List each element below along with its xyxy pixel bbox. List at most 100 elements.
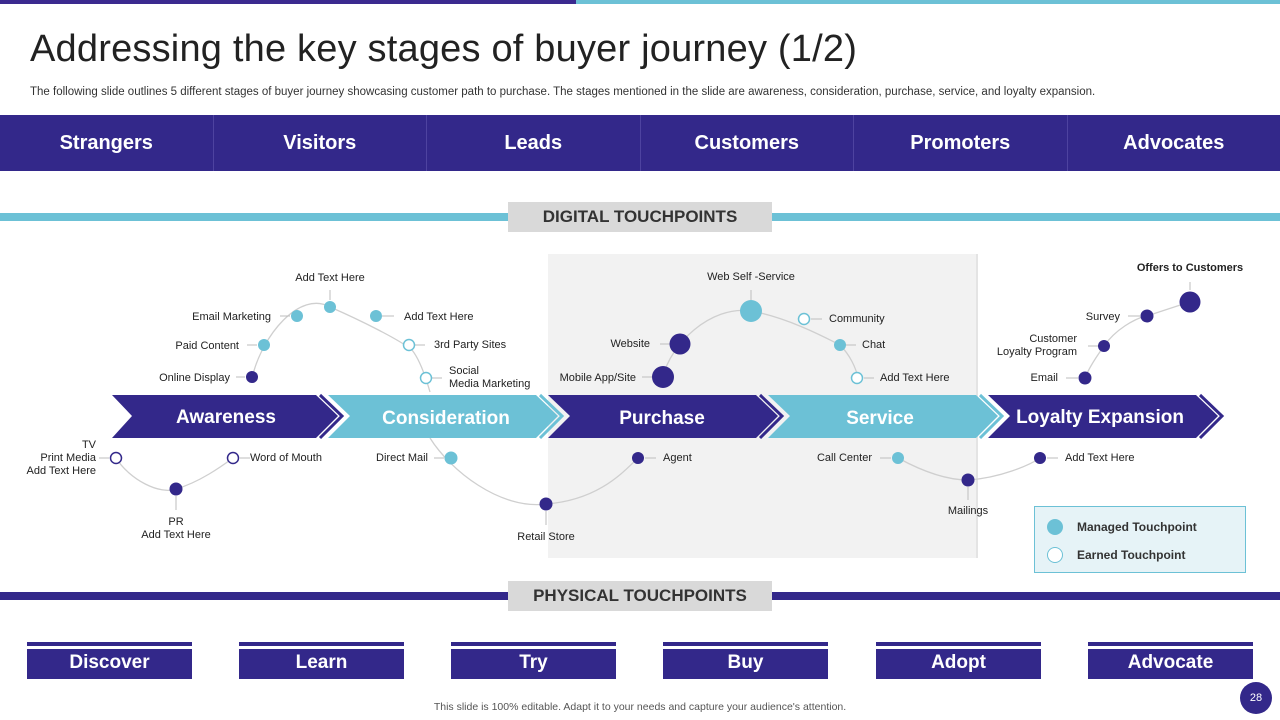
- label-word-of-mouth: Word of Mouth: [250, 452, 322, 464]
- stage-consideration-label: Consideration: [382, 408, 510, 429]
- persona-bar: Strangers Visitors Leads Customers Promo…: [0, 115, 1280, 171]
- node-direct-mail: [444, 451, 458, 465]
- phase-discover: Discover: [27, 642, 192, 679]
- persona-advocates: Advocates: [1123, 131, 1225, 154]
- node-chat: [834, 339, 846, 351]
- stage-purchase-label: Purchase: [619, 408, 705, 429]
- top-accent-purple: [0, 0, 576, 4]
- label-call-center: Call Center: [817, 452, 872, 464]
- persona-visitors: Visitors: [214, 115, 427, 171]
- node-call-center: [892, 452, 904, 464]
- node-tv: [109, 451, 123, 465]
- physical-touchpoints-label: PHYSICAL TOUCHPOINTS: [508, 581, 772, 611]
- stage-purchase: [548, 395, 778, 438]
- label-tv-add-text: Add Text Here: [26, 465, 96, 477]
- touchpoint-nodes: [109, 291, 1201, 511]
- stage-consideration: [328, 395, 558, 438]
- stage-awareness: [112, 395, 338, 438]
- node-add-text-top: [324, 301, 336, 313]
- label-loyalty-1: Customer: [1029, 333, 1077, 345]
- label-paid-content: Paid Content: [175, 340, 239, 352]
- label-offers: Offers to Customers: [1137, 262, 1243, 274]
- top-accent-teal: [576, 0, 1280, 4]
- label-print-media: Print Media: [40, 452, 97, 464]
- label-website: Website: [610, 338, 650, 350]
- label-pr-add-text: Add Text Here: [141, 529, 211, 541]
- awareness-curve-top: [251, 302, 431, 393]
- node-social-media: [419, 371, 433, 385]
- label-tv: TV: [82, 439, 97, 451]
- persona-customers: Customers: [641, 115, 854, 171]
- label-add-text-service: Add Text Here: [880, 372, 950, 384]
- node-mailings: [961, 473, 975, 487]
- label-online-display: Online Display: [159, 372, 230, 384]
- legend-earned: Earned Touchpoint: [1047, 547, 1185, 563]
- label-web-self-service: Web Self -Service: [707, 271, 795, 283]
- persona-strangers: Strangers: [0, 115, 214, 171]
- awareness-chevron-edge: [318, 393, 345, 440]
- node-loyalty-program: [1098, 340, 1110, 352]
- label-mailings: Mailings: [948, 505, 989, 517]
- persona-promoters: Promoters: [854, 115, 1068, 171]
- loyalty-curve-top: [1084, 301, 1191, 379]
- label-third-party: 3rd Party Sites: [434, 339, 507, 351]
- node-pr: [169, 482, 183, 496]
- label-email-marketing: Email Marketing: [192, 311, 271, 323]
- node-agent: [632, 452, 644, 464]
- label-agent: Agent: [663, 452, 692, 464]
- digital-touchpoints-label: DIGITAL TOUCHPOINTS: [508, 202, 772, 232]
- managed-dot-icon: [1047, 519, 1063, 535]
- legend-earned-label: Earned Touchpoint: [1077, 548, 1186, 562]
- node-online-display: [246, 371, 258, 383]
- node-offers: [1179, 291, 1201, 313]
- service-chevron-edge: [978, 393, 1005, 440]
- label-email: Email: [1030, 372, 1058, 384]
- label-direct-mail: Direct Mail: [376, 452, 428, 464]
- purchase-curve-bottom: [429, 437, 639, 506]
- node-mobile-app: [652, 366, 674, 388]
- node-survey: [1140, 309, 1154, 323]
- node-retail-store: [539, 497, 553, 511]
- label-loyalty-2: Loyalty Program: [997, 346, 1077, 358]
- loyalty-chevron-edge: [1198, 393, 1225, 440]
- page-title: Addressing the key stages of buyer journ…: [30, 28, 858, 70]
- label-mobile-app: Mobile App/Site: [560, 372, 636, 384]
- node-email: [1078, 371, 1092, 385]
- page-subtitle: The following slide outlines 5 different…: [30, 86, 1096, 98]
- node-website: [669, 333, 691, 355]
- earned-dot-icon: [1047, 547, 1063, 563]
- label-add-text-loyalty: Add Text Here: [1065, 452, 1135, 464]
- node-add-text-service: [850, 371, 864, 385]
- node-paid-content: [258, 339, 270, 351]
- stage-service: [768, 395, 998, 438]
- node-community: [797, 312, 811, 326]
- label-community: Community: [829, 313, 885, 325]
- stage-service-label: Service: [846, 408, 914, 429]
- phase-adopt: Adopt: [876, 642, 1041, 679]
- label-retail-store: Retail Store: [517, 531, 574, 543]
- stage-chevrons: [112, 393, 1225, 440]
- stage-loyalty: [988, 395, 1218, 438]
- node-add-text-right: [370, 310, 382, 322]
- label-social-2: Media Marketing: [449, 378, 530, 390]
- phase-learn: Learn: [239, 642, 404, 679]
- persona-leads: Leads: [427, 115, 641, 171]
- node-third-party: [402, 338, 416, 352]
- purchase-chevron-edge: [758, 393, 785, 440]
- label-add-text-right: Add Text Here: [404, 311, 474, 323]
- stage-loyalty-label: Loyalty Expansion: [1016, 407, 1184, 428]
- page-number: 28: [1240, 682, 1272, 714]
- label-pr: PR: [168, 516, 183, 528]
- label-social-1: Social: [449, 365, 479, 377]
- footer-note: This slide is 100% editable. Adapt it to…: [433, 701, 847, 713]
- phase-advocate: Advocate: [1088, 642, 1253, 679]
- stage-awareness-label: Awareness: [176, 407, 276, 428]
- legend-managed: Managed Touchpoint: [1047, 519, 1197, 535]
- node-word-of-mouth: [226, 451, 240, 465]
- phase-buy: Buy: [663, 642, 828, 679]
- consideration-chevron-edge: [538, 393, 565, 440]
- node-web-self-service: [740, 300, 762, 322]
- legend-managed-label: Managed Touchpoint: [1077, 520, 1197, 534]
- touchpoint-legend: Managed Touchpoint Earned Touchpoint: [1034, 506, 1246, 573]
